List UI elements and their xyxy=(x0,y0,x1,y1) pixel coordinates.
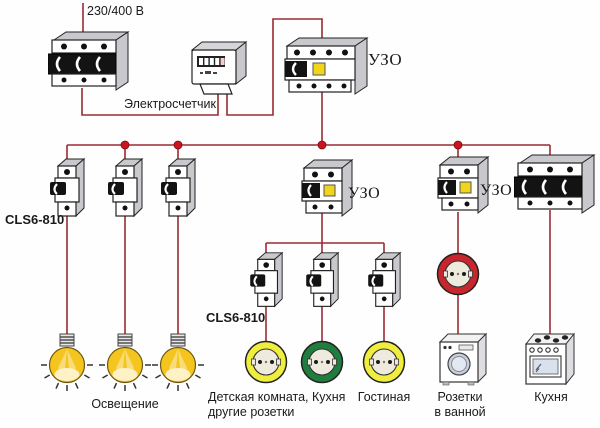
lighting-label: Освещение xyxy=(91,397,159,411)
main-rcd-icon xyxy=(283,36,371,100)
bathroom-rcd-label: УЗО xyxy=(480,182,513,199)
socket-bathroom-icon xyxy=(435,251,481,297)
socket-breaker-2-icon xyxy=(304,250,346,312)
lighting-breaker-3-icon xyxy=(159,156,203,222)
stove-icon xyxy=(522,330,578,388)
bulb-2-icon xyxy=(97,332,153,394)
kitchen-breaker-icon xyxy=(514,153,598,219)
sockets-group-label-line1: Детская комната, Кухня xyxy=(208,390,346,404)
electric-meter-icon xyxy=(188,40,248,98)
kitchen-label: Кухня xyxy=(534,390,568,404)
bathroom-label-line1: Розетки xyxy=(437,390,483,404)
bulb-1-icon xyxy=(39,332,95,394)
washing-machine-icon xyxy=(436,330,490,388)
main-rcd-label: УЗО xyxy=(368,50,403,69)
lighting-breaker-model-label: CLS6-810 xyxy=(5,212,65,227)
sockets-group-label-line2: другие розетки xyxy=(208,404,295,419)
sockets-group-label: Детская комната, Кухня другие розетки xyxy=(208,390,345,419)
bulb-3-icon xyxy=(150,332,206,394)
living-room-label: Гостиная xyxy=(357,390,411,404)
socket-breaker-3-icon xyxy=(366,250,408,312)
bathroom-label: Розетки в ванной xyxy=(425,390,495,419)
meter-label: Электросчетчик xyxy=(124,97,216,111)
socket-breaker-1-icon xyxy=(248,250,290,312)
socket-kitchen-icon xyxy=(299,339,345,385)
junction-dots xyxy=(120,140,463,150)
voltage-label: 230/400 В xyxy=(87,4,144,18)
socket-breaker-model-label: CLS6-810 xyxy=(206,310,266,325)
bathroom-label-line2: в ванной xyxy=(434,404,486,419)
main-breaker-icon xyxy=(48,30,132,96)
lighting-breaker-2-icon xyxy=(106,156,150,222)
socket-living-room-icon xyxy=(361,339,407,385)
sockets-rcd-label: УЗО xyxy=(348,185,381,202)
socket-children-room-icon xyxy=(243,339,289,385)
